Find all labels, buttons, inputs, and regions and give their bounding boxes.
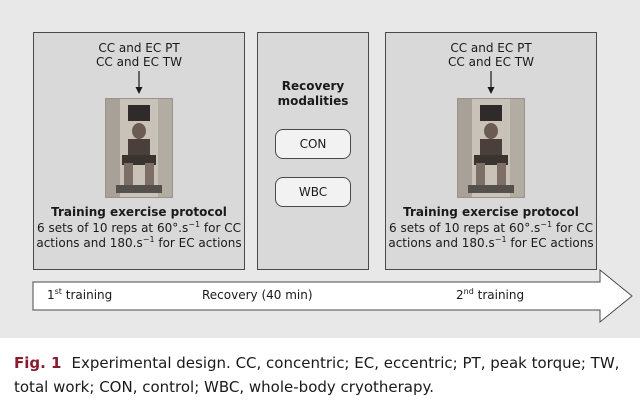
athlete-photo [457, 98, 525, 198]
measures-label: CC and EC PT CC and EC TW [34, 41, 244, 69]
first-training-label: 1st training [47, 287, 113, 303]
second-training-box: CC and EC PT CC and EC TW Training exerc… [385, 32, 597, 270]
measure-pt: CC and EC PT [450, 41, 532, 55]
athlete-photo [105, 98, 173, 198]
protocol-detail: 6 sets of 10 reps at 60°.s−1 for CC acti… [388, 220, 594, 251]
measure-tw: CC and EC TW [448, 55, 534, 69]
protocol-title: Training exercise protocol [51, 205, 227, 219]
figure-panel: CC and EC PT CC and EC TW Training exerc… [0, 0, 640, 338]
con-modality: CON [275, 129, 351, 159]
down-arrow-icon [135, 71, 143, 94]
second-training-label: 2nd training [456, 287, 525, 303]
protocol-detail: 6 sets of 10 reps at 60°.s−1 for CC acti… [36, 220, 242, 251]
wbc-modality: WBC [275, 177, 351, 207]
first-training-box: CC and EC PT CC and EC TW Training exerc… [33, 32, 245, 270]
figure-number: Fig. 1 [14, 354, 62, 372]
down-arrow-icon [487, 71, 495, 94]
timeline-arrow [32, 268, 633, 324]
caption-text: Experimental design. CC, concentric; EC,… [14, 354, 620, 396]
protocol-title: Training exercise protocol [403, 205, 579, 219]
measure-pt: CC and EC PT [98, 41, 180, 55]
recovery-box: Recovery modalities CON WBC [257, 32, 369, 270]
recovery-label: Recovery (40 min) [202, 288, 313, 302]
measure-tw: CC and EC TW [96, 55, 182, 69]
recovery-modalities-title: Recovery modalities [277, 79, 349, 108]
measures-label: CC and EC PT CC and EC TW [386, 41, 596, 69]
